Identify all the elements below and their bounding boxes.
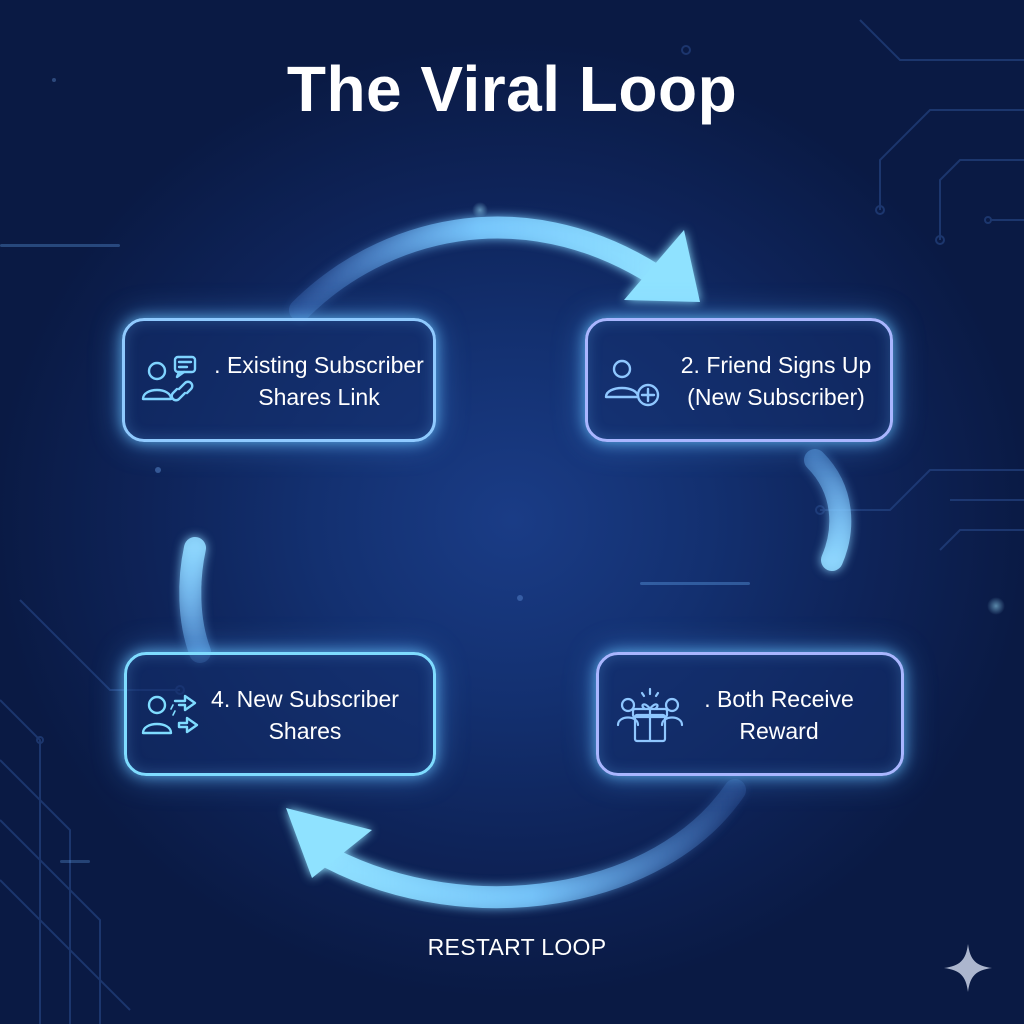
step-3-line-2: Reward [739, 718, 819, 744]
step-4-new-subscriber-shares: 4. New Subscriber Shares [124, 652, 436, 776]
light-streaks [0, 78, 1005, 863]
user-share-arrows-icon [141, 694, 199, 735]
step-2-line-1: 2. Friend Signs Up [680, 352, 872, 378]
step-1-label: . Existing Subscriber Shares Link [203, 349, 435, 413]
step-4-label: 4. New Subscriber Shares [205, 683, 405, 747]
arrow-left-arc [179, 537, 211, 663]
loop-arrows [179, 216, 852, 909]
user-chat-link-icon [141, 355, 197, 402]
step-3-line-1: . Both Receive [704, 686, 854, 712]
restart-loop-label: RESTART LOOP [427, 934, 607, 960]
step-3-both-receive-reward: . Both Receive Reward [596, 652, 904, 776]
arrow-bottom-arc [319, 779, 746, 909]
user-add-icon [604, 359, 660, 407]
step-4-line-1: 4. New Subscriber [211, 686, 399, 712]
step-1-line-1: . Existing Subscriber [214, 352, 424, 378]
circuit-lines-right [681, 19, 1024, 551]
users-gift-icon [616, 687, 684, 743]
step-4-line-2: Shares [268, 718, 342, 744]
arrow-right-arc [804, 449, 852, 571]
arrowhead-bottom [286, 808, 372, 878]
arrowhead-top [624, 230, 700, 302]
step-3-label: . Both Receive Reward [689, 683, 869, 747]
arrow-top-arc [289, 216, 666, 321]
step-2-label: 2. Friend Signs Up (New Subscriber) [668, 349, 884, 413]
sparkle-icon [944, 944, 992, 992]
step-2-line-2: (New Subscriber) [687, 384, 865, 410]
arrowheads [286, 230, 700, 878]
page-title: The Viral Loop [286, 53, 738, 125]
step-2-friend-signs-up: 2. Friend Signs Up (New Subscriber) [585, 318, 893, 442]
step-1-line-2: Shares Link [258, 384, 380, 410]
step-1-existing-subscriber: . Existing Subscriber Shares Link [122, 318, 436, 442]
